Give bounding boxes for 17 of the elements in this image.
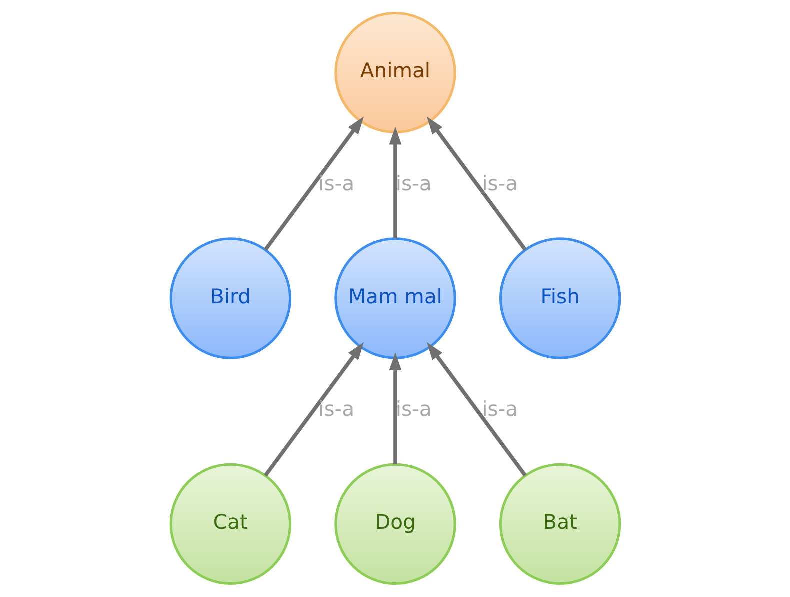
arrow — [264, 116, 364, 252]
edge-label: is-a — [318, 171, 354, 196]
node-circle: Bird — [169, 238, 292, 360]
arrow — [426, 116, 526, 252]
node-circle: Fish — [498, 238, 621, 360]
edge-label: is-a — [482, 397, 518, 422]
node-circle: Bat — [498, 463, 621, 586]
arrow — [426, 342, 526, 477]
arrow — [264, 342, 364, 477]
node-circle: Dog — [334, 463, 456, 586]
arrow — [388, 126, 402, 239]
edge-label: is-a — [318, 397, 354, 422]
edge-label: is-a — [395, 397, 432, 422]
node-circle: Cat — [169, 463, 292, 586]
edge-label: is-a — [482, 171, 518, 196]
arrow — [388, 352, 402, 464]
edge-label: is-a — [395, 171, 432, 196]
